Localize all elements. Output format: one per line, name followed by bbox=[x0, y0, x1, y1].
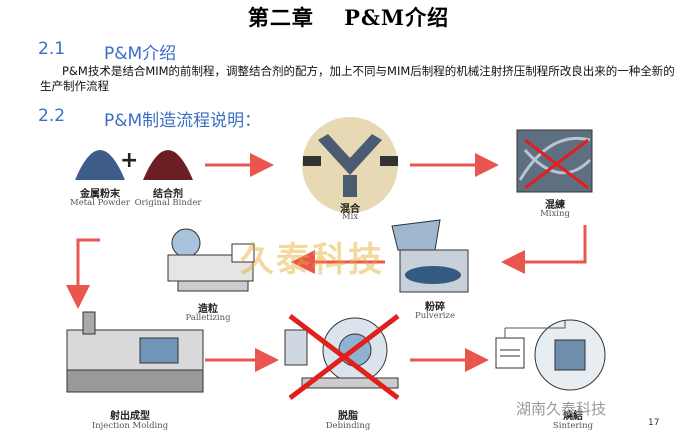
pulverize-en-label: Pulverize bbox=[414, 311, 456, 321]
mix-en-label: Mix bbox=[341, 212, 359, 222]
section-2-number: 2.2 bbox=[38, 106, 66, 126]
section-1-number: 2.1 bbox=[38, 39, 66, 59]
section-2-title: P&M制造流程说明： bbox=[104, 111, 262, 131]
binder-icon bbox=[143, 150, 193, 180]
intro-paragraph: P&M技术是结合MIM的前制程，调整结合剂的配方，加上不同与MIM后制程的机械注… bbox=[40, 64, 675, 93]
arrow-mixing-to-pulverize bbox=[501, 225, 587, 274]
mixing-blades-icon bbox=[516, 129, 593, 193]
pulverize-label: 粉碎 bbox=[425, 302, 445, 313]
debinding-label: 脱脂 bbox=[338, 411, 358, 422]
page-number: 17 bbox=[648, 418, 660, 428]
crusher-machine-icon bbox=[391, 219, 469, 293]
section-1-title: P&M介绍 bbox=[104, 44, 177, 64]
pelletizer-machine-icon bbox=[167, 228, 255, 292]
mix-label: 混合 bbox=[340, 204, 360, 215]
debinding-furnace-icon bbox=[284, 314, 400, 400]
watermark: 久泰科技 bbox=[240, 240, 384, 280]
metal-powder-en-label: Metal Powder bbox=[70, 198, 130, 208]
wechat-account-label: 湖南久泰科技 bbox=[516, 400, 607, 418]
metal-powder-icon bbox=[75, 150, 125, 180]
binder-label: 结合剂 bbox=[153, 189, 183, 200]
plus-sign: + bbox=[120, 148, 139, 173]
metal-powder-label: 金属粉末 bbox=[80, 189, 120, 200]
mixing-label: 混練 bbox=[545, 200, 565, 211]
arrow-palletizing-to-injection bbox=[66, 238, 100, 309]
palletizing-label: 造粒 bbox=[198, 304, 218, 315]
sintering-furnace-icon bbox=[495, 319, 606, 391]
sintering-label: 燒結 bbox=[563, 411, 583, 422]
mixer-machine-icon bbox=[302, 117, 398, 213]
slide-title: 第二章 P&M介绍 bbox=[247, 5, 450, 30]
injection-label: 射出成型 bbox=[110, 411, 150, 422]
mixing-en-label: Mixing bbox=[540, 209, 570, 219]
debinding-en-label: Debinding bbox=[325, 421, 371, 431]
injection-en-label: Injection Molding bbox=[91, 421, 169, 431]
sintering-en-label: Sintering bbox=[552, 421, 594, 431]
palletizing-en-label: Palletizing bbox=[185, 313, 231, 323]
injection-machine-icon bbox=[66, 311, 204, 393]
binder-en-label: Original Binder bbox=[134, 198, 202, 208]
